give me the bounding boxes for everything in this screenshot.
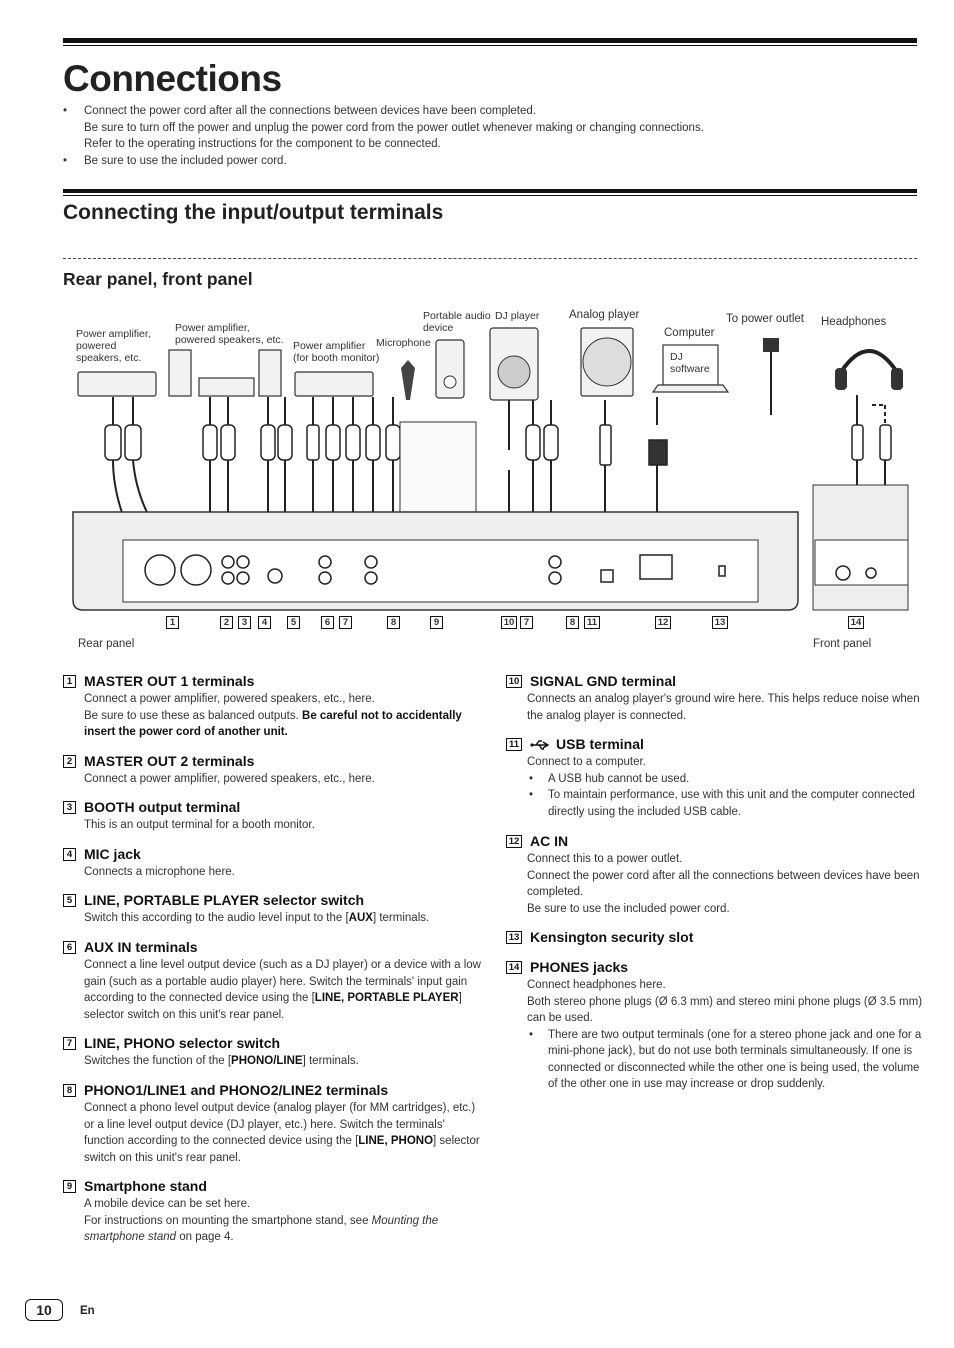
label-rear-panel: Rear panel bbox=[78, 638, 135, 650]
callout-6: 6 bbox=[321, 616, 342, 629]
subsection-title: Rear panel, front panel bbox=[63, 269, 253, 289]
label-computer: Computer bbox=[664, 327, 715, 339]
top-rule bbox=[63, 38, 917, 43]
dashed-divider bbox=[63, 258, 917, 259]
label-dj-software: DJ software bbox=[670, 351, 710, 375]
callout-2: 2 bbox=[220, 616, 241, 629]
callout-7b: 7 bbox=[520, 616, 541, 629]
intro-item: Connect the power cord after all the con… bbox=[63, 103, 923, 153]
callout-7: 7 bbox=[339, 616, 360, 629]
section-rule-thin bbox=[63, 195, 917, 196]
usb-icon bbox=[530, 739, 550, 750]
callout-13: 13 bbox=[712, 616, 736, 629]
language-code: En bbox=[80, 1305, 95, 1317]
callout-8: 8 bbox=[387, 616, 408, 629]
label-dj-player: DJ player bbox=[495, 310, 540, 322]
intro-item: Be sure to use the included power cord. bbox=[63, 153, 923, 170]
callout-14: 14 bbox=[848, 616, 872, 629]
callout-12: 12 bbox=[655, 616, 679, 629]
label-front-panel: Front panel bbox=[813, 638, 872, 650]
label-power-amplifier-1: Power amplifier, powered speakers, etc. bbox=[76, 328, 151, 364]
connection-diagram: Power amplifier, powered speakers, etc. … bbox=[63, 300, 923, 660]
intro-list: Connect the power cord after all the con… bbox=[63, 103, 923, 169]
callout-10: 10 bbox=[501, 616, 525, 629]
item-usb-terminal: 11 USB terminal Connect to a computer. A… bbox=[506, 736, 926, 820]
callout-11: 11 bbox=[584, 616, 608, 629]
page-number: 10 bbox=[25, 1299, 63, 1321]
label-power-amplifier-booth: Power amplifier (for booth monitor) bbox=[293, 340, 380, 364]
callout-5: 5 bbox=[287, 616, 308, 629]
top-rule-thin bbox=[63, 45, 917, 46]
callout-3: 3 bbox=[238, 616, 259, 629]
callout-4: 4 bbox=[258, 616, 279, 629]
label-headphones: Headphones bbox=[821, 316, 887, 328]
callout-8b: 8 bbox=[566, 616, 587, 629]
label-microphone: Microphone bbox=[376, 337, 431, 349]
label-portable-audio: Portable audio device bbox=[423, 310, 491, 334]
label-analog-player: Analog player bbox=[569, 309, 640, 321]
section-rule bbox=[63, 189, 917, 193]
page-title: Connections bbox=[63, 58, 282, 99]
callout-1: 1 bbox=[166, 616, 187, 629]
diagram-illustration bbox=[72, 327, 909, 611]
section-title: Connecting the input/output terminals bbox=[63, 201, 444, 224]
label-to-power-outlet: To power outlet bbox=[726, 313, 804, 325]
callout-9: 9 bbox=[430, 616, 451, 629]
label-power-amplifier-2: Power amplifier, powered speakers, etc. bbox=[175, 322, 284, 346]
